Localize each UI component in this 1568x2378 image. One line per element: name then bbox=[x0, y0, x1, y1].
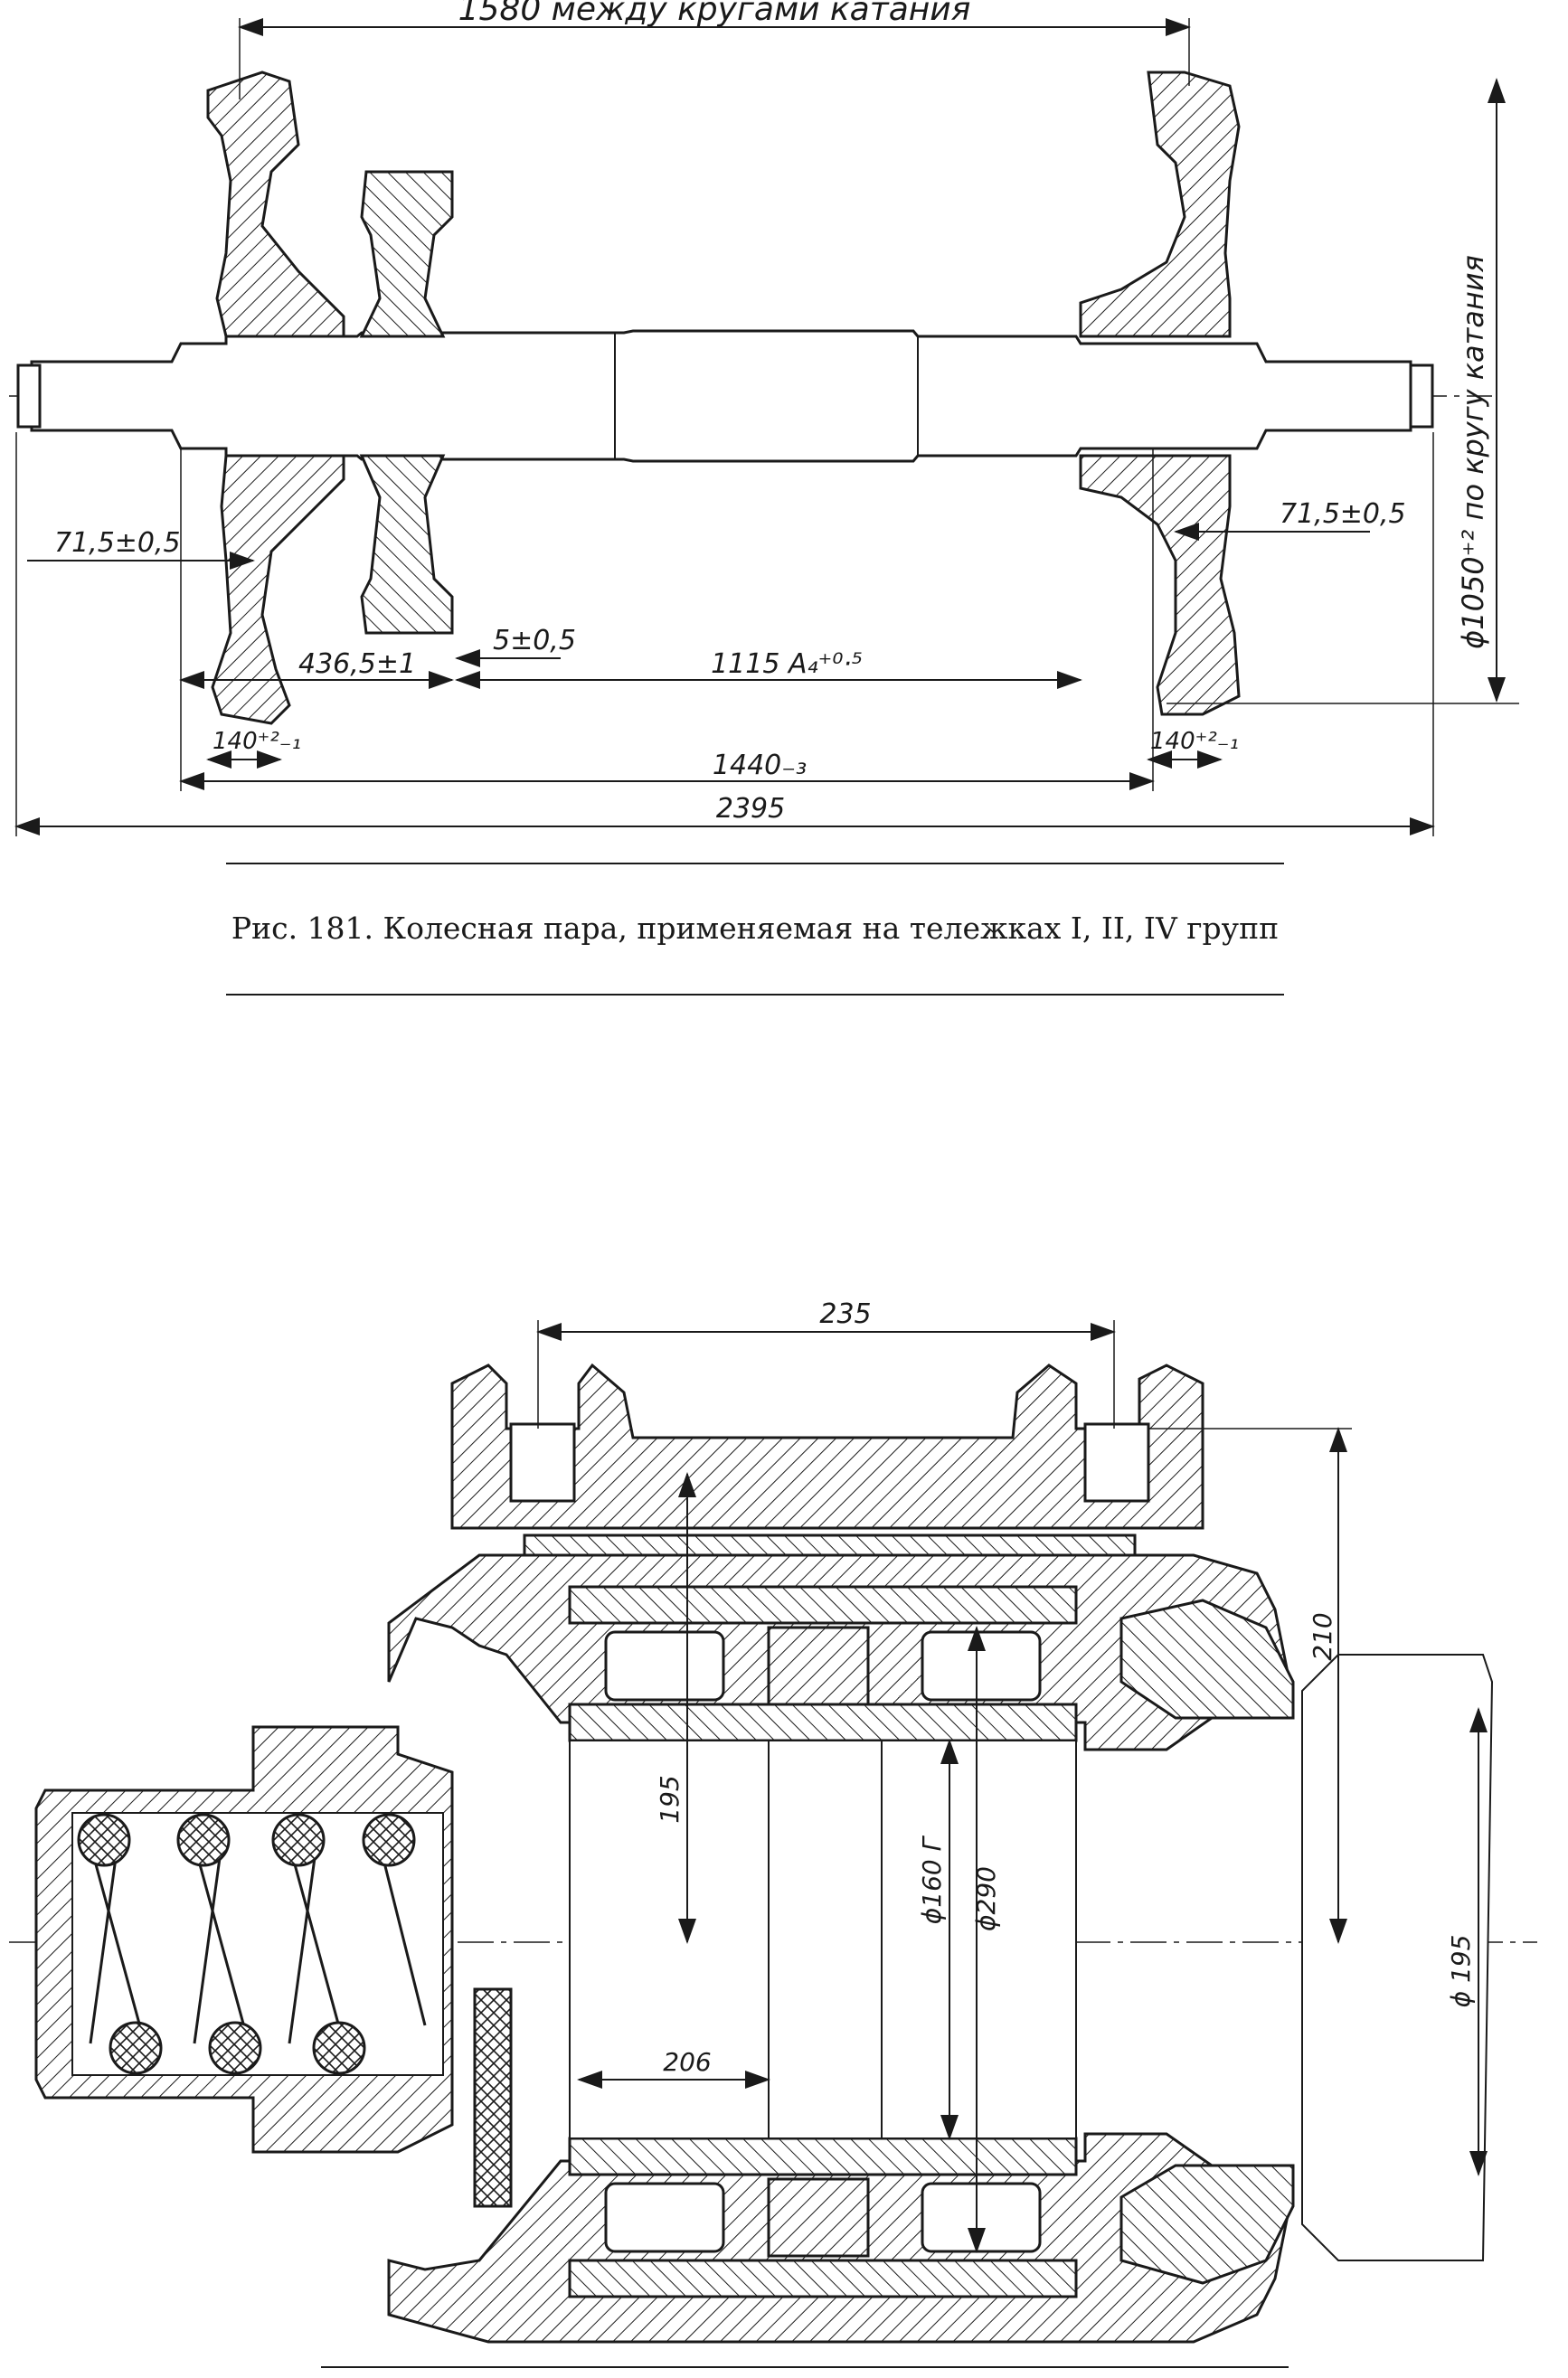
dim-axle: ϕ 195 bbox=[1446, 1935, 1476, 2008]
dim-height-210: 210 bbox=[1308, 1612, 1337, 1660]
right-wheel-rim-top bbox=[1079, 71, 1241, 338]
axlebox-dimension-lines bbox=[536, 1320, 1488, 2253]
axle-stub bbox=[1301, 1654, 1494, 2261]
roller-lower-right bbox=[921, 2182, 1042, 2253]
roller-lower-left bbox=[604, 2182, 725, 2253]
lower-outer-ring bbox=[568, 2259, 1078, 2298]
dim-right-hub: 140⁺²₋₁ bbox=[1150, 728, 1239, 755]
spring-coils bbox=[89, 1844, 427, 2044]
dim-roller-length: 206 bbox=[663, 2047, 711, 2077]
dim-bore: ϕ160 Г bbox=[917, 1835, 947, 1924]
wheelset-dimension-lines bbox=[14, 18, 1519, 836]
front-cap-lower bbox=[1119, 2164, 1295, 2285]
left-wheel-rim-bottom bbox=[211, 454, 345, 725]
axlebox-drawing bbox=[9, 1363, 1537, 2344]
dim-right-offset: 71,5±0,5 bbox=[1280, 498, 1406, 530]
dim-left-offset: 71,5±0,5 bbox=[54, 527, 181, 559]
dim-inner-195: 195 bbox=[655, 1775, 685, 1823]
right-journal-end bbox=[1409, 363, 1434, 429]
wheelset-dimension-texts: 1580 между кругами катания ϕ1050⁺² по кр… bbox=[54, 0, 1490, 825]
dim-gear-position: 436,5±1 bbox=[298, 648, 416, 680]
dim-left-hub: 140⁺²₋₁ bbox=[213, 728, 301, 755]
left-wheel-rim-top bbox=[206, 71, 345, 338]
dim-gap: 5±0,5 bbox=[493, 625, 576, 656]
dim-top-width: 235 bbox=[819, 1298, 871, 1330]
axle-body bbox=[30, 329, 1412, 463]
lower-inner-ring bbox=[568, 2137, 1078, 2176]
dim-between-wheels: 1440₋₃ bbox=[713, 750, 807, 781]
front-cap bbox=[1119, 1599, 1295, 1720]
dim-rolling-circles: 1580 между кругами катания bbox=[458, 0, 971, 28]
dim-wheel-seat-distance: 1115 A₄⁺⁰·⁵ bbox=[711, 648, 863, 680]
spring-wire-sections bbox=[77, 1813, 416, 2075]
dim-outer: ϕ290 bbox=[971, 1866, 1001, 1931]
dim-wheel-diameter: ϕ1050⁺² по кругу катания bbox=[1456, 255, 1490, 649]
roller-upper-left bbox=[604, 1630, 725, 1702]
upper-inner-ring bbox=[568, 1703, 1078, 1742]
figure-181-caption: Рис. 181. Колесная пара, применяемая на … bbox=[231, 911, 1279, 946]
yoke-right-pad bbox=[1083, 1422, 1150, 1503]
right-wheel-rim-bottom bbox=[1079, 454, 1241, 716]
gear-bottom bbox=[359, 454, 454, 635]
yoke-left-pad bbox=[509, 1422, 576, 1503]
friction-pad bbox=[473, 1987, 513, 2208]
left-journal-end bbox=[16, 363, 42, 429]
dim-overall-length: 2395 bbox=[716, 793, 785, 825]
upper-outer-ring bbox=[568, 1585, 1078, 1625]
gear-top bbox=[359, 170, 454, 338]
wheelset-drawing bbox=[9, 71, 1492, 725]
axlebox-dimension-texts: 235 210 195 ϕ160 Г ϕ290 ϕ 195 206 bbox=[655, 1298, 1476, 2077]
roller-upper-right bbox=[921, 1630, 1042, 1702]
